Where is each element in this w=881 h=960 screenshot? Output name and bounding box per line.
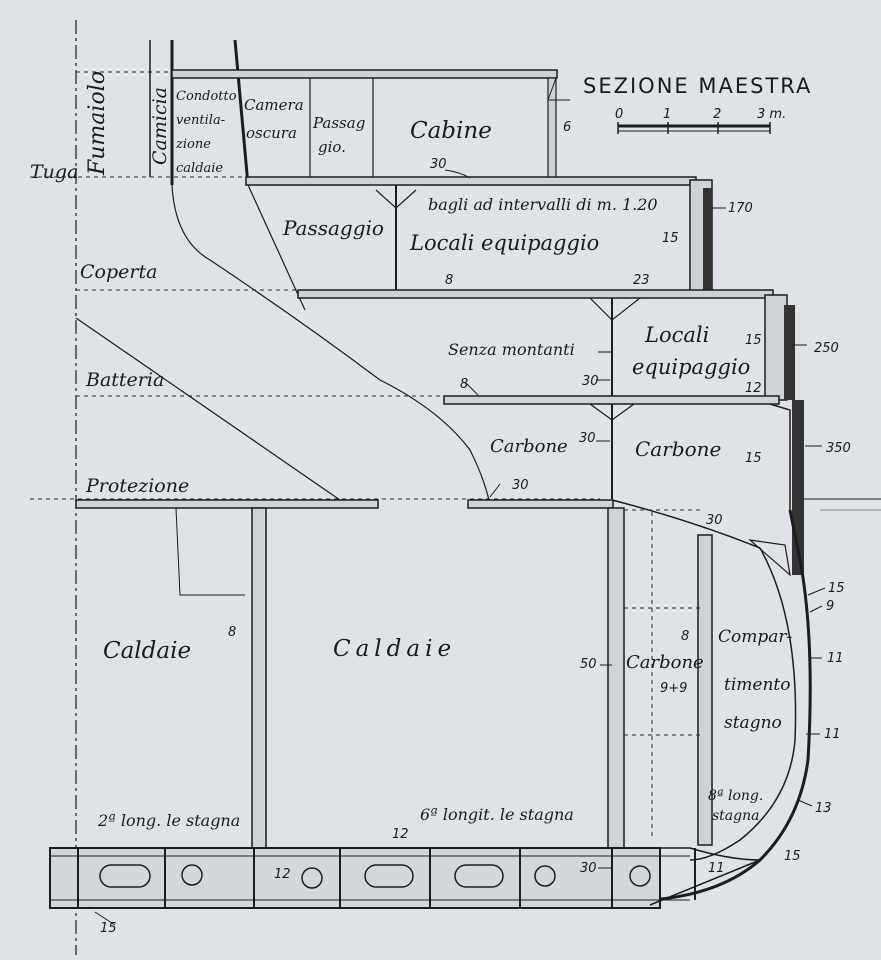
main-deck <box>297 289 774 299</box>
dim-15-a: 15 <box>662 231 679 246</box>
protective-deck-right <box>467 499 614 509</box>
leader-arrows <box>94 169 826 926</box>
dim-15-e: 15 <box>784 849 801 864</box>
dim-13: 13 <box>815 801 832 816</box>
label-bagli: bagli ad intervalli di m. 1.20 <box>428 195 658 214</box>
dim-30-top: 30 <box>430 157 447 172</box>
label-condotto-4: caldaie <box>176 161 223 176</box>
label-compartimento-1: Compar- <box>718 627 793 647</box>
dim-30-b: 30 <box>582 374 599 389</box>
dim-350: 350 <box>826 441 851 456</box>
label-passaggio-2: gio. <box>318 138 346 156</box>
label-camera-2: oscura <box>246 124 297 142</box>
label-condotto-2: ventila- <box>176 113 225 128</box>
label-long-2: 2ª long. le stagna <box>97 811 240 830</box>
dim-8-a: 8 <box>445 273 453 288</box>
label-caldaie-center: Caldaie <box>333 636 456 662</box>
dim-11-c: 11 <box>708 861 725 876</box>
drawing-title: SEZIONE MAESTRA <box>583 74 812 98</box>
inner-hull <box>689 547 797 861</box>
dim-8-b: 8 <box>460 377 468 392</box>
protective-deck-slope <box>611 499 761 549</box>
dim-11-b: 11 <box>824 727 841 742</box>
label-long-8a: 8ª long. <box>708 788 763 804</box>
label-locali-2: equipaggio <box>632 355 750 379</box>
tuga-side-wall <box>547 77 557 179</box>
dim-30-c: 30 <box>579 431 596 446</box>
dim-15-d: 15 <box>828 581 845 596</box>
label-coperta: Coperta <box>80 261 157 283</box>
dim-23: 23 <box>633 273 650 288</box>
label-protezione: Protezione <box>85 475 189 497</box>
inclined-casing-line <box>75 317 341 501</box>
dim-15-c: 15 <box>745 451 762 466</box>
floor-frames <box>77 848 696 908</box>
dimension-figures: 6 30 170 15 8 23 15 250 30 8 12 30 350 1… <box>100 120 851 936</box>
scale-tick-3: 3 m. <box>757 107 786 122</box>
tuga-roof <box>171 69 558 79</box>
armor-250 <box>784 305 795 400</box>
protective-deck-left <box>75 499 379 509</box>
scale-tick-1: 1 <box>663 107 671 122</box>
label-locali-upper: Locali equipaggio <box>409 231 599 255</box>
label-cabine: Cabine <box>410 118 492 144</box>
dim-30-d: 30 <box>512 478 529 493</box>
label-locali-1: Locali <box>644 323 709 347</box>
armor-170 <box>703 188 712 295</box>
label-camera-1: Camera <box>244 96 304 114</box>
double-bottom <box>49 847 661 909</box>
bulkhead-2 <box>251 507 267 849</box>
dim-30-f: 30 <box>580 861 597 876</box>
dim-30-e: 30 <box>706 513 723 528</box>
battery-deck <box>443 395 780 405</box>
bulkhead-6 <box>607 507 625 849</box>
label-passaggio-1: Passag <box>312 114 365 132</box>
label-compartimento-2: timento <box>724 675 790 695</box>
mid-side-shell <box>764 294 788 401</box>
dim-12-a: 12 <box>745 381 762 396</box>
label-carbone-right: Carbone <box>635 437 721 461</box>
label-compartimento-3: stagno <box>724 713 782 733</box>
upper-deck <box>245 176 697 186</box>
scale-tick-0: 0 <box>615 107 623 122</box>
label-tuga: Tuga <box>30 161 78 183</box>
dim-9: 9 <box>826 599 834 614</box>
label-carbone-left: Carbone <box>490 436 568 457</box>
scale-bar: 0 1 2 3 m. <box>615 107 786 134</box>
label-long-8b: stagna <box>712 808 759 824</box>
dim-50: 50 <box>580 657 597 672</box>
dim-15-f: 15 <box>100 921 117 936</box>
uptake-wall-right <box>233 39 250 186</box>
label-passaggio: Passaggio <box>282 216 384 240</box>
outer-hull <box>649 509 812 902</box>
label-condotto-3: zione <box>175 137 211 152</box>
scale-tick-2: 2 <box>713 107 721 122</box>
dim-250: 250 <box>814 341 839 356</box>
dim-11-a: 11 <box>827 651 844 666</box>
lightening-holes <box>99 864 651 889</box>
label-senza-montanti: Senza montanti <box>448 340 575 359</box>
lower-side-shell <box>769 403 791 510</box>
label-carbone-lower: Carbone <box>626 652 704 673</box>
label-camicia: Camicia <box>149 87 171 165</box>
dim-9plus9: 9+9 <box>660 681 687 696</box>
dim-12-c: 12 <box>274 867 291 882</box>
dim-6: 6 <box>563 120 571 135</box>
boiler-casing-curve <box>171 184 491 506</box>
label-long-6: 6ª longit. le stagna <box>420 805 574 824</box>
dim-8-d: 8 <box>681 629 689 644</box>
dim-12-b: 12 <box>392 827 409 842</box>
dim-15-b: 15 <box>745 333 762 348</box>
label-batteria: Batteria <box>85 369 164 391</box>
label-caldaie-left: Caldaie <box>103 638 191 664</box>
dim-8-c: 8 <box>228 625 236 640</box>
label-fumaiolo: Fumaiolo <box>85 71 110 176</box>
label-condotto-1: Condotto <box>176 89 237 104</box>
dim-170: 170 <box>728 201 753 216</box>
bulkhead-8 <box>697 534 713 846</box>
